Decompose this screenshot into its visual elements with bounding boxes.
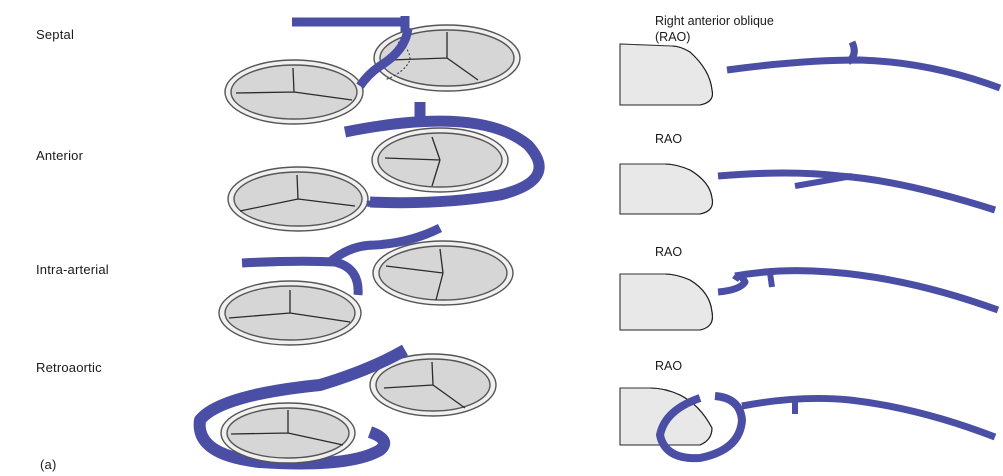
intra-arterial-left-diagram — [218, 223, 514, 346]
pulmonary-valve-icon — [218, 280, 362, 346]
rao-intra-arterial-artery — [717, 267, 1000, 314]
heart-outline-shape — [619, 43, 714, 106]
rao-retroaortic-view — [619, 387, 997, 463]
row-label-retroaortic: Retroaortic — [36, 360, 102, 375]
aortic-valve-icon — [371, 127, 509, 193]
rao-label-retroaortic: RAO — [655, 359, 683, 373]
aortic-valve-icon — [369, 353, 497, 417]
rao-septal-artery — [726, 56, 1002, 92]
rao-label-anterior: RAO — [655, 132, 683, 146]
rao-retroaortic-loop — [656, 392, 746, 463]
rao-label-septal: Right anterior oblique (RAO) — [655, 14, 774, 44]
panel-label: (a) — [40, 457, 57, 472]
anterior-artery-course — [343, 102, 545, 209]
septal-left-artery-origin — [292, 16, 410, 40]
rao-septal-view — [619, 40, 1002, 106]
row-label-septal: Septal — [36, 27, 75, 42]
pulmonary-valve-icon — [227, 166, 369, 232]
rao-anterior-artery — [717, 169, 997, 214]
pulmonary-valve-icon — [220, 402, 356, 464]
row-label-anterior: Anterior — [36, 148, 84, 163]
anterior-left-diagram — [227, 102, 545, 232]
row-label-intra-arterial: Intra-arterial — [36, 262, 109, 277]
aortic-valve-icon — [373, 24, 521, 92]
septal-left-diagram — [224, 16, 521, 125]
rao-retroaortic-artery — [741, 394, 997, 441]
retroaortic-artery-course — [193, 344, 408, 470]
rao-label-intra-arterial: RAO — [655, 245, 683, 259]
pulmonary-valve-icon — [224, 59, 364, 125]
rao-intra-arterial-view — [619, 267, 1000, 331]
rao-anterior-view — [619, 163, 997, 215]
intra-arterial-artery-course — [241, 223, 443, 296]
aortic-valve-icon — [372, 240, 514, 306]
retroaortic-left-diagram — [193, 344, 497, 470]
septal-artery-course — [356, 27, 413, 89]
